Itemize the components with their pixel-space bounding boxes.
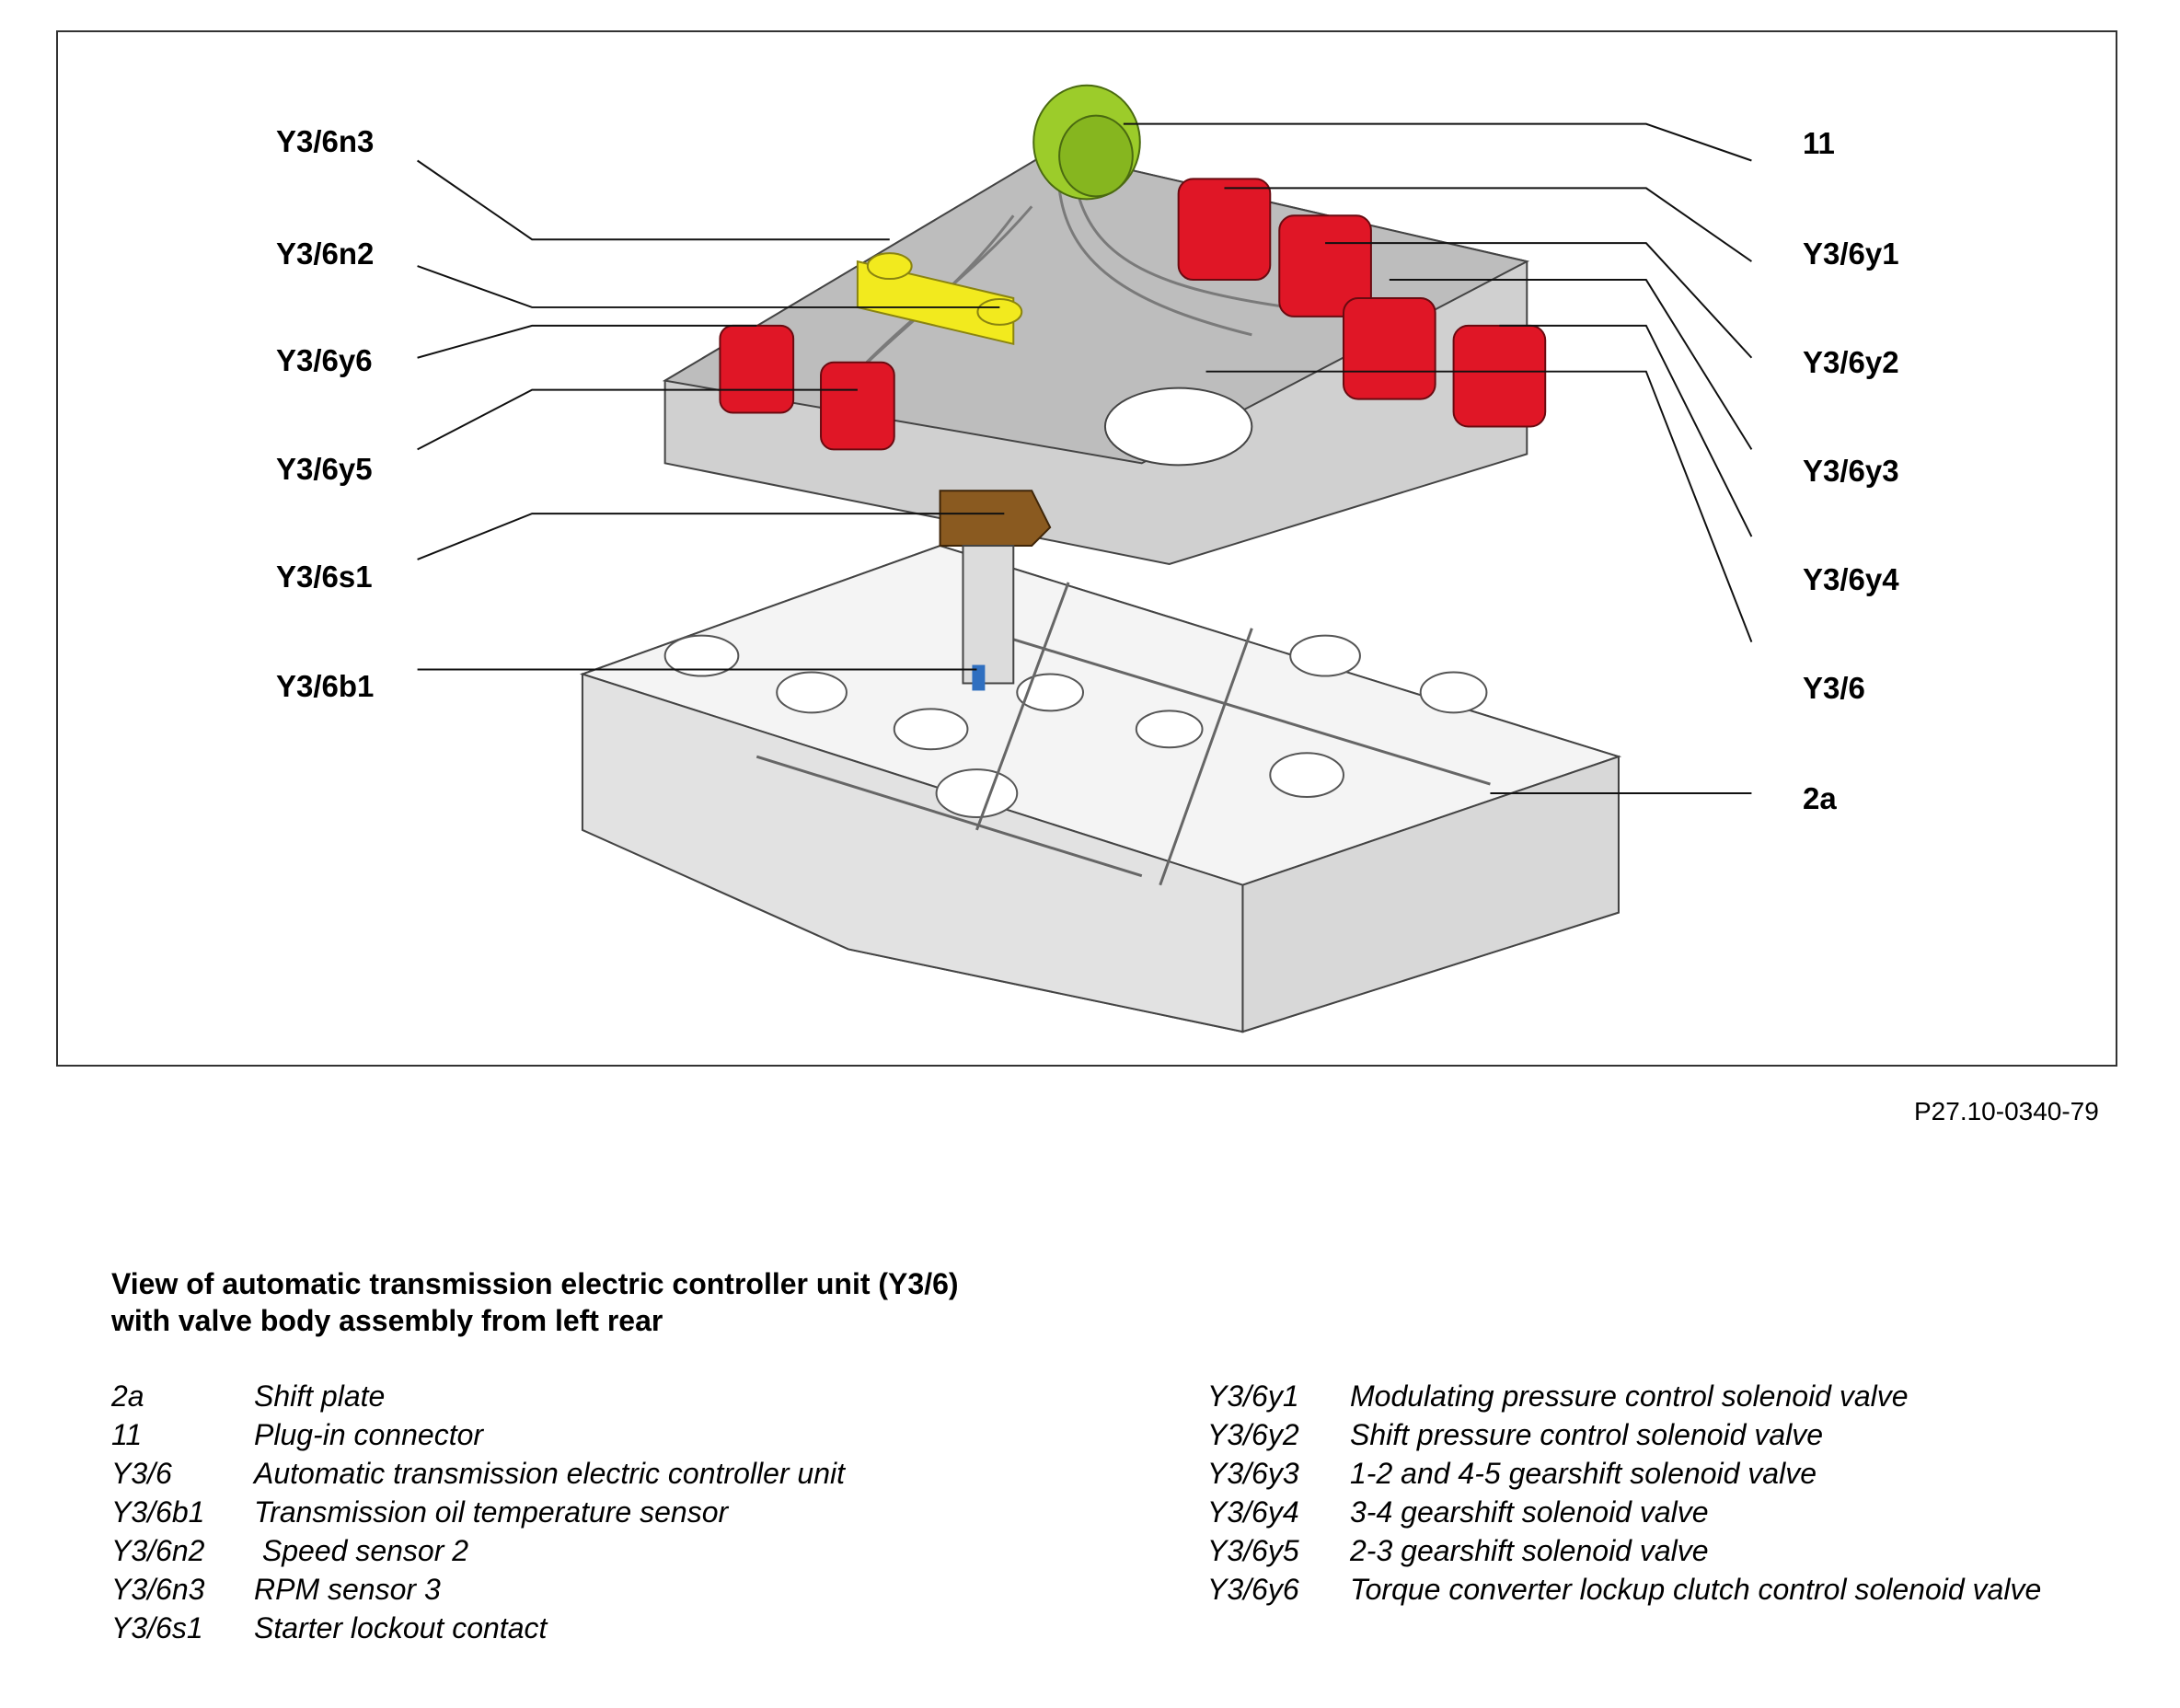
legend-code: Y3/6s1 (111, 1610, 203, 1645)
callout-y36n2: Y3/6n2 (276, 237, 375, 271)
caption-line-1: View of automatic transmission electric … (111, 1267, 959, 1300)
legend-text: 1-2 and 4-5 gearshift solenoid valve (1350, 1456, 1817, 1490)
legend-text: 2-3 gearshift solenoid valve (1350, 1533, 1709, 1567)
caption-line-2: with valve body assembly from left rear (111, 1304, 663, 1337)
legend-text: Automatic transmission electric controll… (254, 1456, 846, 1490)
solenoid-valves (719, 178, 1547, 451)
legend-row: Y3/6 Automatic transmission electric cont… (111, 1454, 845, 1493)
legend-code: Y3/6n2 (111, 1533, 205, 1567)
legend-row: Y3/6y6 Torque converter lockup clutch con… (1207, 1570, 2041, 1609)
callout-y36y5: Y3/6y5 (276, 452, 373, 486)
speed-sensor-bar (856, 252, 1023, 346)
legend-row: Y3/6b1 Transmission oil temperature senso… (111, 1493, 845, 1531)
valve-body-illustration (417, 84, 1753, 1033)
legend-code: Y3/6y2 (1207, 1417, 1299, 1451)
figure-code: P27.10-0340-79 (1914, 1097, 2099, 1125)
legend-text: Shift pressure control solenoid valve (1350, 1417, 1824, 1451)
callout-y36y6: Y3/6y6 (276, 343, 373, 377)
legend-text: Starter lockout contact (254, 1610, 548, 1645)
legend-row: Y3/6y1 Modulating pressure control soleno… (1207, 1377, 2041, 1415)
legend-code: Y3/6y1 (1207, 1379, 1299, 1413)
callout-y36: Y3/6 (1803, 671, 1865, 705)
caption: View of automatic transmission electric … (111, 1265, 959, 1339)
callout-y36n3: Y3/6n3 (276, 124, 375, 158)
legend-text: Plug-in connector (254, 1417, 484, 1451)
legend-row: Y3/6y3 1-2 and 4-5 gearshift solenoid val… (1207, 1454, 2041, 1493)
legend-row: Y3/6n3 RPM sensor 3 (111, 1570, 845, 1609)
callout-y36y3: Y3/6y3 (1803, 454, 1899, 488)
starter-lockout-contact (939, 490, 1052, 548)
legend-row: Y3/6n2 Speed sensor 2 (111, 1531, 845, 1570)
legend-row: 2a Shift plate (111, 1377, 845, 1415)
legend-row: Y3/6y2 Shift pressure control solenoid va… (1207, 1415, 2041, 1454)
legend-code: Y3/6n3 (111, 1572, 205, 1606)
figure-frame: Y3/6n3 Y3/6n2 Y3/6y6 Y3/6y5 Y3/6s1 Y3/6b… (56, 30, 2117, 1067)
shift-plate-2a (579, 544, 1622, 1033)
legend-text: RPM sensor 3 (254, 1572, 441, 1606)
legend-left: 2a Shift plate 11 Plug-in connector Y3/6 Au… (111, 1377, 845, 1647)
temperature-sensor (962, 545, 1015, 691)
legend-row: Y3/6s1 Starter lockout contact (111, 1609, 845, 1647)
callout-y36y2: Y3/6y2 (1803, 345, 1899, 379)
legend-code: Y3/6 (111, 1456, 172, 1490)
legend-text: Speed sensor 2 (254, 1533, 469, 1567)
legend-row: 11 Plug-in connector (111, 1415, 845, 1454)
legend-text: Transmission oil temperature sensor (254, 1494, 729, 1529)
callout-11: 11 (1803, 126, 1835, 160)
legend-text: Modulating pressure control solenoid val… (1350, 1379, 1909, 1413)
callout-y36b1: Y3/6b1 (276, 669, 375, 703)
legend-code: 11 (111, 1417, 143, 1451)
legend-code: Y3/6y5 (1207, 1533, 1299, 1567)
callout-2a: 2a (1803, 781, 1837, 815)
legend-row: Y3/6y4 3-4 gearshift solenoid valve (1207, 1493, 2041, 1531)
callout-y36y4: Y3/6y4 (1803, 562, 1899, 596)
legend-text: 3-4 gearshift solenoid valve (1350, 1494, 1709, 1529)
plug-in-connector-11 (1032, 84, 1141, 201)
legend-right: Y3/6y1 Modulating pressure control soleno… (1207, 1377, 2041, 1609)
legend-code: Y3/6y6 (1207, 1572, 1299, 1606)
leader-lines (417, 122, 1753, 795)
callout-y36s1: Y3/6s1 (276, 560, 373, 594)
legend-code: Y3/6y4 (1207, 1494, 1299, 1529)
callout-y36y1: Y3/6y1 (1803, 237, 1899, 271)
legend-text: Torque converter lockup clutch control s… (1350, 1572, 2042, 1606)
legend-text: Shift plate (254, 1379, 386, 1413)
legend-code: Y3/6b1 (111, 1494, 205, 1529)
legend-row: Y3/6y5 2-3 gearshift solenoid valve (1207, 1531, 2041, 1570)
legend-code: 2a (111, 1379, 144, 1413)
legend-code: Y3/6y3 (1207, 1456, 1299, 1490)
